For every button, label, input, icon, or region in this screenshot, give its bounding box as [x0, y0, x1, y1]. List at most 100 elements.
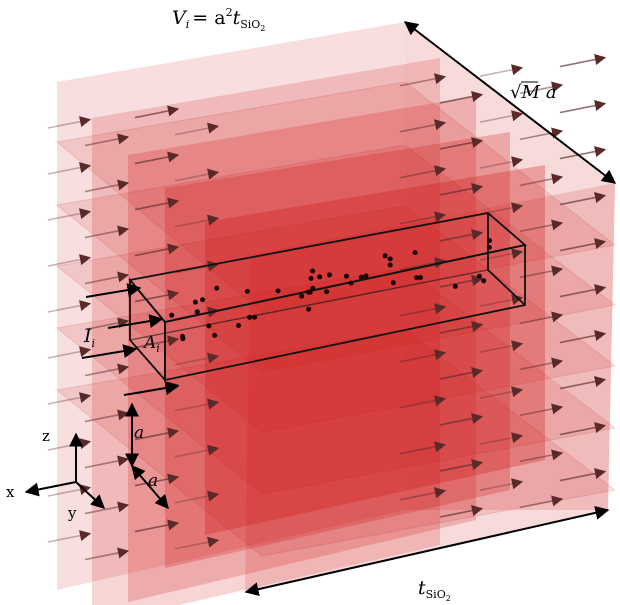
defect-dot: [212, 332, 218, 338]
tube-back-bottom-edge: [487, 269, 526, 306]
defect-dot: [244, 288, 250, 294]
flow-arrow: [559, 468, 607, 482]
flow-arrow: [84, 547, 130, 561]
defect-dot: [306, 306, 312, 312]
y-axis-arrow: [75, 481, 106, 509]
thickness-t: t: [418, 577, 426, 599]
width-dimension-arrow: [403, 21, 617, 184]
oxide-slab: [57, 22, 405, 590]
defect-dot: [214, 285, 220, 291]
flow-arrow: [479, 248, 524, 261]
input-arrow: [107, 314, 164, 329]
flow-arrow: [134, 197, 180, 211]
flow-arrow: [399, 349, 447, 363]
width-M: M: [520, 82, 540, 103]
flow-arrow: [559, 238, 607, 252]
defect-dot: [308, 275, 314, 281]
input-arrow: [123, 381, 180, 396]
defect-dot: [418, 275, 424, 280]
defect-dot: [327, 272, 332, 278]
flow-arrow: [559, 330, 607, 344]
flow-arrow: [47, 116, 92, 129]
flow-arrow: [519, 219, 564, 233]
oxide-slab-stack: [55, 22, 617, 605]
flow-arrow: [559, 100, 607, 114]
defect-dot: [414, 275, 420, 281]
volume-equals-a: = a: [192, 7, 225, 29]
flow-arrow: [174, 490, 220, 504]
area-symbol: A: [142, 333, 156, 353]
flow-arrow: [439, 229, 484, 242]
flow-arrow: [134, 243, 180, 257]
defect-dot: [247, 314, 253, 320]
flow-arrow: [134, 289, 180, 303]
flow-arrow: [174, 536, 220, 550]
defect-dot: [194, 309, 200, 315]
x-axis-arrow: [24, 481, 77, 497]
input-arrow: [81, 344, 138, 359]
flow-arrow: [84, 501, 130, 515]
defect-dot: [486, 244, 492, 250]
defect-dot: [358, 274, 364, 280]
defect-dot: [206, 323, 212, 329]
flow-arrow: [134, 335, 180, 349]
flow-arrow: [559, 422, 607, 436]
defect-dot: [363, 273, 369, 279]
flow-arrow: [439, 459, 484, 472]
defect-dot: [344, 273, 349, 279]
flow-arrow: [399, 257, 447, 271]
oxide-slab: [205, 165, 545, 535]
flow-arrow: [174, 444, 220, 458]
defect-dot: [382, 253, 388, 259]
defect-dot: [481, 278, 487, 284]
volume-label: Vi= a2tSiO2: [172, 6, 265, 33]
oxide-slab: [92, 58, 440, 605]
conduction-tube: [128, 212, 527, 383]
tube-back-lower-edge: [129, 269, 489, 341]
flow-arrow: [47, 392, 92, 405]
oxide-slab: [165, 132, 510, 568]
flow-arrow: [479, 340, 524, 353]
flow-arrow: [84, 409, 130, 423]
volume-symbol: V: [172, 7, 188, 29]
height-label: a: [134, 423, 144, 443]
flow-arrow: [519, 357, 564, 371]
flow-arrow: [399, 487, 447, 501]
z-axis-label: z: [42, 427, 50, 445]
defect-dot: [169, 312, 175, 318]
volume-sio2-subscript: 2: [260, 24, 265, 33]
defect-dot: [387, 256, 393, 262]
flow-arrow: [519, 449, 564, 463]
flow-arrow: [84, 271, 130, 285]
defect-dot: [200, 297, 206, 303]
input-arrow: [85, 283, 142, 298]
defect-dot: [180, 336, 186, 342]
flow-arrow: [519, 311, 564, 325]
flow-arrow: [84, 455, 130, 469]
input-current-arrows: [81, 283, 180, 396]
flow-arrow: [439, 275, 484, 288]
flow-arrow: [84, 133, 130, 147]
depth-label: a: [148, 471, 158, 491]
defect-dot: [324, 289, 330, 295]
depth-dimension-arrow: [131, 464, 169, 510]
current-label: Ii: [83, 325, 95, 350]
flow-arrow: [84, 317, 130, 331]
flow-arrow: [439, 183, 484, 196]
volume-sio-subscript: SiO: [240, 18, 260, 31]
volume-exponent: 2: [226, 6, 233, 19]
flow-arrow: [559, 54, 607, 68]
flow-arrow: [399, 303, 447, 317]
defect-dot: [487, 238, 492, 244]
volume-t: t: [233, 7, 241, 29]
defect-dot: [390, 280, 396, 286]
flow-arrow: [47, 254, 92, 267]
flow-arrow: [559, 284, 607, 298]
defect-dot: [192, 299, 198, 305]
x-axis-label: x: [6, 483, 15, 501]
defect-dot: [310, 285, 316, 291]
defect-sites: [169, 238, 492, 342]
thickness-label: tSiO2: [418, 577, 451, 603]
